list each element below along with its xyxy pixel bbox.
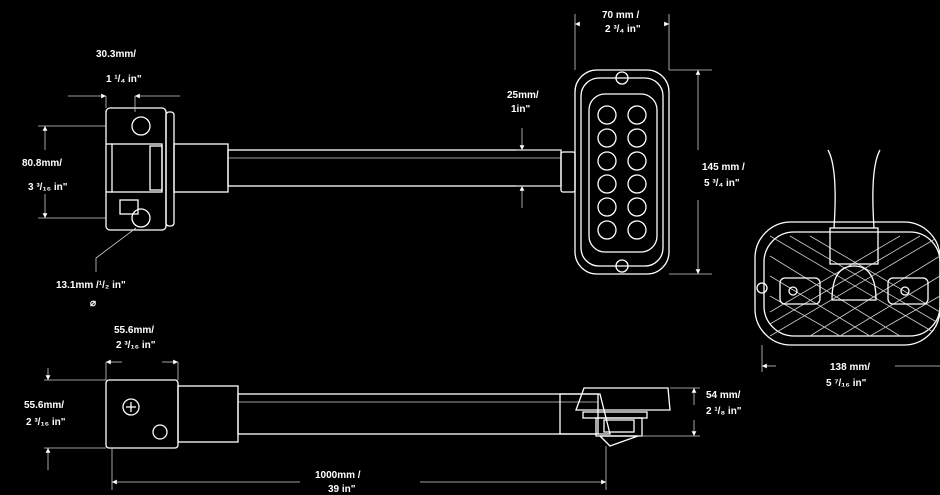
side-clamp-height-in: 2 ³/₁₆ in" (26, 417, 66, 428)
side-head-height-mm: 54 mm/ (706, 390, 741, 401)
led-grid (597, 105, 647, 240)
dimension-lines (38, 14, 940, 490)
head-height-mm: 145 mm / (702, 162, 745, 173)
side-clamp-width-in: 2 ³/₁₆ in" (116, 340, 156, 351)
clamp-width-in: 1 ¹/₄ in" (106, 74, 142, 85)
end-width-in: 5 ⁷/₁₆ in" (826, 378, 867, 389)
head-width-mm: 70 mm / (602, 10, 639, 21)
hole-diameter-symbol: ⌀ (90, 298, 96, 309)
tube-diameter-mm: 25mm/ (507, 90, 539, 101)
head-width-in: 2 ³/₄ in" (605, 24, 641, 35)
top-view-light-head (574, 69, 670, 275)
side-clamp-height-mm: 55.6mm/ (24, 400, 64, 411)
length-in: 39 in" (328, 484, 356, 495)
hole-diameter-label: 13.1mm /¹/₂ in" (56, 280, 126, 291)
length-mm: 1000mm / (315, 470, 361, 481)
end-width-mm: 138 mm/ (830, 362, 870, 373)
tube-diameter-in: 1in" (511, 104, 530, 115)
top-view-tube (173, 143, 576, 193)
end-view (754, 149, 940, 346)
dimension-labels: 30.3mm/ 1 ¹/₄ in" 80.8mm/ 3 ³/₁₆ in" 13.… (22, 10, 870, 495)
side-view (105, 379, 671, 449)
clamp-width-mm: 30.3mm/ (96, 49, 136, 60)
head-height-in: 5 ³/₄ in" (704, 178, 740, 189)
clamp-height-in: 3 ³/₁₆ in" (28, 182, 68, 193)
top-view-clamp (105, 107, 175, 231)
clamp-height-mm: 80.8mm/ (22, 158, 62, 169)
side-head-height-in: 2 ¹/₈ in" (706, 406, 742, 417)
side-clamp-width-mm: 55.6mm/ (114, 325, 154, 336)
